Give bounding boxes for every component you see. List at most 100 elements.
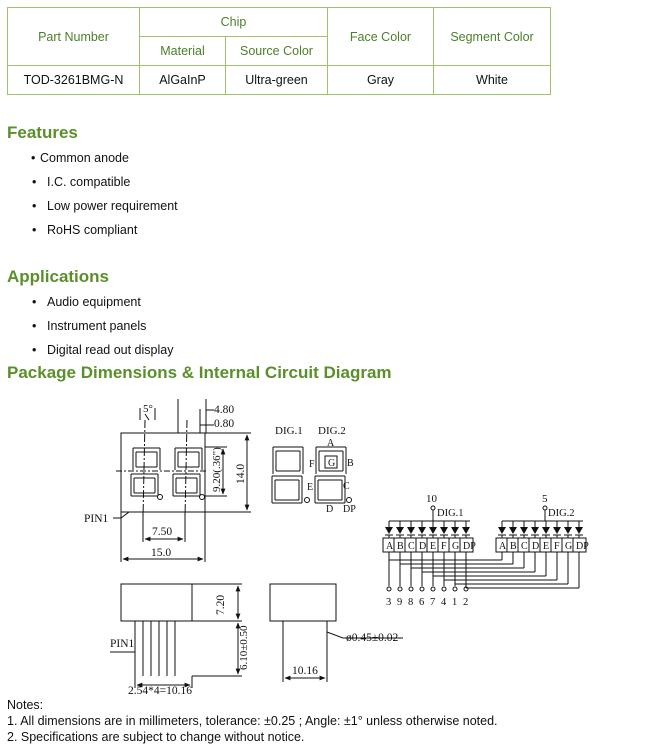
features-list: •Common anode •I.C. compatible •Low powe… <box>30 146 178 242</box>
package-heading: Package Dimensions & Internal Circuit Di… <box>7 363 392 382</box>
legend-b: B <box>347 458 354 469</box>
pin-node <box>463 586 469 592</box>
diode <box>462 527 470 534</box>
legend-f: F <box>309 459 315 470</box>
list-item: •Audio equipment <box>32 295 141 309</box>
list-item: •RoHS compliant <box>32 223 138 237</box>
dig2-pin-label: 5 <box>542 493 548 505</box>
diode <box>564 527 572 534</box>
diode <box>418 527 426 534</box>
dim-9-20: 9.20(.36") <box>211 447 223 492</box>
legend-dp: DP <box>343 504 356 515</box>
segment-label: DP <box>576 541 589 552</box>
pin-node <box>419 586 425 592</box>
legend-digit-2 <box>314 446 352 504</box>
legend-e: E <box>307 482 313 493</box>
segment-label: F <box>554 541 560 552</box>
diode <box>498 527 506 534</box>
legend-a: A <box>327 438 335 449</box>
diode <box>385 527 393 534</box>
dim-15-0: 15.0 <box>151 547 171 559</box>
note-item: 2. Specifications are subject to change … <box>7 730 305 744</box>
segment-label: D <box>419 541 426 552</box>
face-color-value: Gray <box>327 65 434 95</box>
pin-node <box>441 586 447 592</box>
pin-number: 8 <box>408 597 413 608</box>
segment-label: D <box>532 541 539 552</box>
segment-label-frame <box>495 537 587 553</box>
segment-label: B <box>397 541 404 552</box>
spec-table: Part Number Chip Face Color Segment Colo… <box>7 7 551 95</box>
notes-title: Notes: <box>7 698 44 712</box>
segment-color-header: Segment Color <box>433 7 551 66</box>
segment-label: C <box>521 541 528 552</box>
pin-node <box>430 586 436 592</box>
legend-g: G <box>328 458 335 469</box>
dim-10-16: 10.16 <box>292 665 318 677</box>
segment-label-frame <box>382 537 474 553</box>
segment-label: E <box>543 541 549 552</box>
diode <box>396 527 404 534</box>
pin-node <box>397 586 403 592</box>
list-item: •Instrument panels <box>32 319 147 333</box>
legend-c: C <box>343 481 350 492</box>
diode <box>553 527 561 534</box>
dim-pin-pitch: 2.54*4=10.16 <box>128 685 192 697</box>
segment-label: G <box>565 541 572 552</box>
pin1-label-front: PIN1 <box>84 513 109 525</box>
part-number-value: TOD-3261BMG-N <box>7 65 140 95</box>
common-pin-node <box>542 505 548 511</box>
dim-6-10: 6.10±0.50 <box>238 625 250 670</box>
diode <box>531 527 539 534</box>
list-item: •Low power requirement <box>32 199 178 213</box>
diode <box>407 527 415 534</box>
diode <box>440 527 448 534</box>
features-heading: Features <box>7 123 78 142</box>
applications-list: •Audio equipment •Instrument panels •Dig… <box>30 290 173 362</box>
pin-number: 6 <box>419 597 424 608</box>
diode <box>575 527 583 534</box>
segment-label: B <box>510 541 517 552</box>
diode <box>451 527 459 534</box>
pin1-label-side: PIN1 <box>110 638 135 650</box>
pin-number: 3 <box>386 597 391 608</box>
digit-1-outline <box>130 447 163 500</box>
dim-0-80: 0.80 <box>214 418 234 430</box>
dig2-common-label: DIG.2 <box>548 508 575 519</box>
dim-7-50: 7.50 <box>152 526 172 538</box>
segment-label: F <box>441 541 447 552</box>
dim-4-80: 4.80 <box>214 404 234 416</box>
applications-heading: Applications <box>7 267 110 286</box>
front-view-body <box>120 432 206 513</box>
angle-label: 5° <box>143 403 153 415</box>
legend-d: D <box>326 504 333 515</box>
digit-2-outline <box>172 447 205 500</box>
diode <box>429 527 437 534</box>
legend-dig2: DIG.2 <box>318 425 346 437</box>
legend-dig1: DIG.1 <box>275 425 303 437</box>
dim-14-0: 14.0 <box>235 464 247 484</box>
pin-number: 2 <box>463 597 468 608</box>
segment-label: A <box>499 541 507 552</box>
diode <box>509 527 517 534</box>
diode <box>542 527 550 534</box>
pin-number: 1 <box>452 597 457 608</box>
dim-7-20: 7.20 <box>215 595 227 615</box>
dig1-common-label: DIG.1 <box>437 508 464 519</box>
source-color-header: Source Color <box>225 36 328 66</box>
pin-node <box>408 586 414 592</box>
pin-node <box>452 586 458 592</box>
common-pin-node <box>430 505 436 511</box>
segment-label: G <box>452 541 459 552</box>
legend-digit-1 <box>271 446 310 504</box>
pin-number: 4 <box>441 597 447 608</box>
segment-label: C <box>408 541 415 552</box>
material-value: AlGaInP <box>139 65 226 95</box>
side-view-body <box>120 583 193 622</box>
dim-pin-diameter: ø0.45±0.02 <box>346 632 399 644</box>
part-number-header: Part Number <box>7 7 140 66</box>
segment-color-value: White <box>433 65 551 95</box>
pin-number: 7 <box>430 597 435 608</box>
